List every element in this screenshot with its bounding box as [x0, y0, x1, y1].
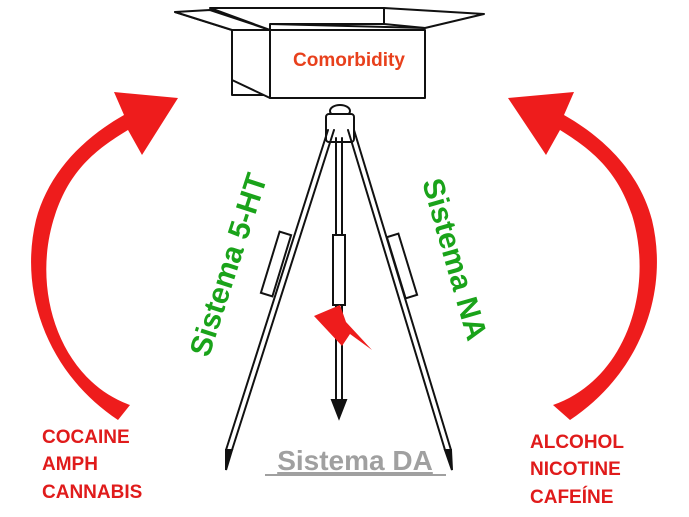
label-sistema-da: Sistema DA	[277, 445, 433, 476]
substance-item: CAFEÍNE	[530, 486, 613, 508]
left-curved-arrow	[31, 92, 178, 420]
substance-item: AMPH	[42, 454, 98, 475]
substance-item: ALCOHOL	[530, 432, 624, 453]
substance-list-right: ALCOHOL NICOTINE CAFEÍNE	[530, 432, 624, 508]
substance-list-left: COCAINE AMPH CANNABIS	[42, 427, 142, 503]
lightning-bolt-icon	[314, 305, 372, 350]
substance-item: CANNABIS	[42, 482, 142, 503]
substance-item: COCAINE	[42, 427, 130, 448]
label-sistema-na: Sistema NA	[415, 175, 493, 344]
tripod-icon	[225, 104, 453, 471]
substance-item: NICOTINE	[530, 459, 621, 480]
label-sistema-5ht: Sistema 5-HT	[184, 170, 274, 361]
right-curved-arrow	[508, 92, 657, 420]
box-label: Comorbidity	[293, 50, 405, 71]
open-box-icon	[174, 7, 485, 99]
